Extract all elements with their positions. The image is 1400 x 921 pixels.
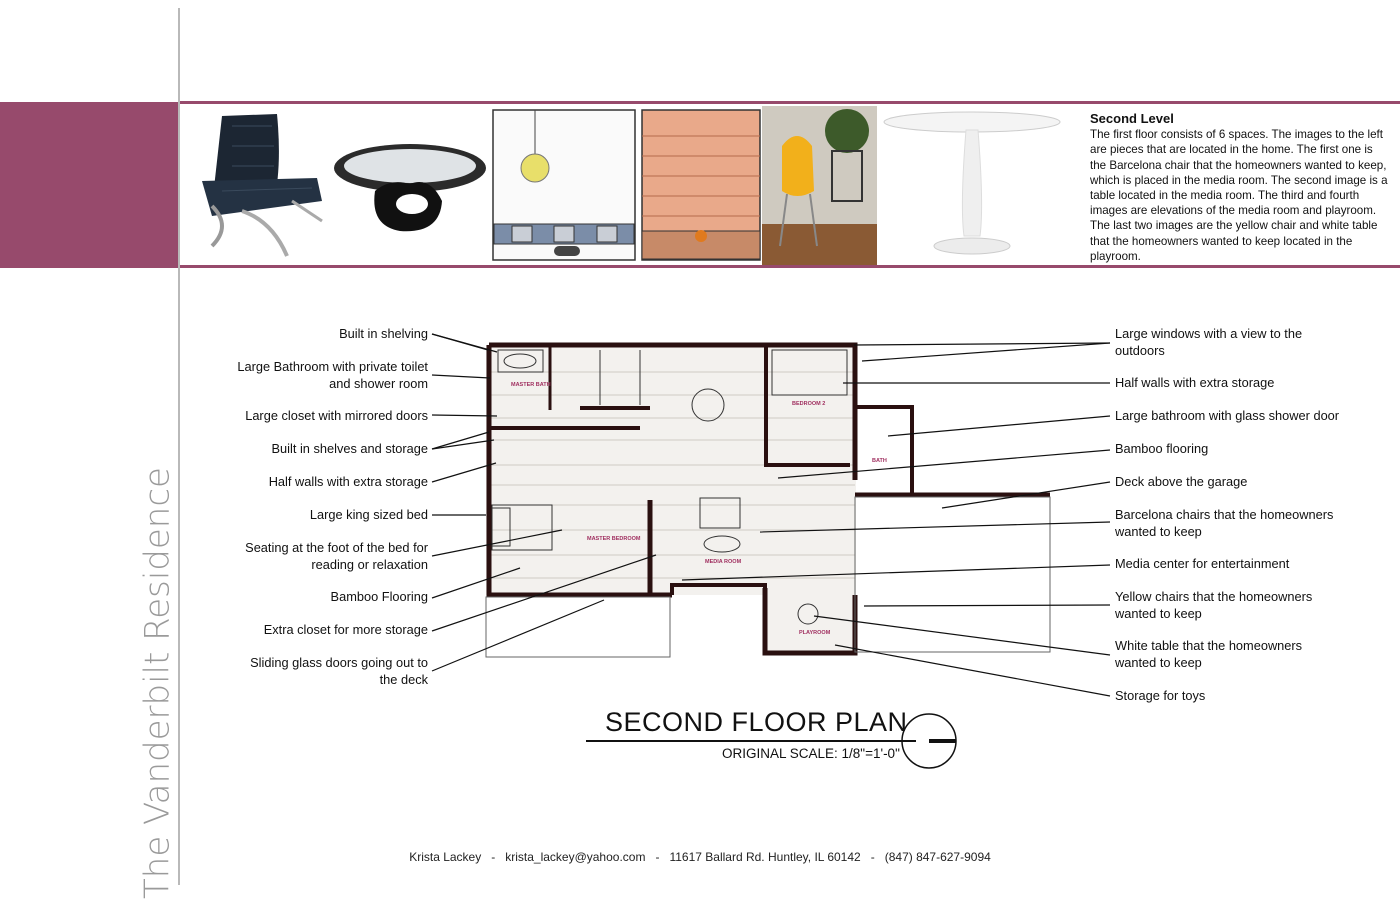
barcelona-chair-image (182, 106, 327, 265)
label-large-closet: Large closet with mirrored doors (245, 408, 428, 423)
label-half-walls-left: Half walls with extra storage (268, 474, 428, 489)
plan-title: SECOND FLOOR PLAN (605, 707, 908, 737)
oval-table-image (330, 106, 488, 265)
room-label-playroom: PLAYROOM (799, 630, 831, 636)
footer-email: krista_lackey@yahoo.com (505, 850, 646, 864)
footer-phone: (847) 847-627-9094 (884, 850, 991, 864)
room-label-bedroom2: BEDROOM 2 (792, 401, 825, 407)
media-room-elevation-image (492, 106, 637, 265)
footer-address: 11617 Ballard Rd. Huntley, IL 60142 (669, 850, 861, 864)
accent-block (0, 102, 178, 268)
room-label-bath: BATH (872, 458, 887, 464)
label-extra-closet: Extra closet for more storage (263, 622, 428, 637)
contact-footer: Krista Lackey - krista_lackey@yahoo.com … (409, 850, 991, 864)
band-top-rule (180, 101, 1400, 104)
footer-name: Krista Lackey (409, 850, 482, 864)
description-heading: Second Level (1090, 111, 1174, 126)
playroom-elevation-image (641, 106, 761, 265)
label-bamboo-flooring-left: Bamboo Flooring (330, 589, 428, 604)
room-label-master-bath: MASTER BATH (511, 382, 551, 388)
room-label-media-room: MEDIA ROOM (705, 559, 742, 565)
label-glass-shower: Large bathroom with glass shower door (1115, 408, 1340, 423)
yellow-chair-image (762, 106, 877, 265)
vertical-divider (178, 8, 180, 885)
label-built-in-shelves: Built in shelves and storage (271, 441, 429, 456)
label-media-center: Media center for entertainment (1115, 556, 1290, 571)
description-body: The first floor consists of 6 spaces. Th… (1090, 128, 1388, 263)
room-label-master-bedroom: MASTER BEDROOM (587, 536, 641, 542)
plan-title-underline (586, 740, 916, 742)
plan-scale: ORIGINAL SCALE: 1/8"=1'-0" (722, 746, 900, 761)
label-storage-toys: Storage for toys (1115, 688, 1206, 703)
label-deck: Deck above the garage (1115, 474, 1248, 489)
white-table-image (880, 106, 1080, 265)
label-king-bed: Large king sized bed (309, 507, 428, 522)
label-half-walls-right: Half walls with extra storage (1115, 375, 1275, 390)
label-bamboo-flooring-right: Bamboo flooring (1115, 441, 1209, 456)
band-bottom-rule (180, 265, 1400, 268)
level-description: Second Level The first floor consists of… (1090, 111, 1390, 264)
label-built-in-shelving: Built in shelving (339, 326, 428, 341)
